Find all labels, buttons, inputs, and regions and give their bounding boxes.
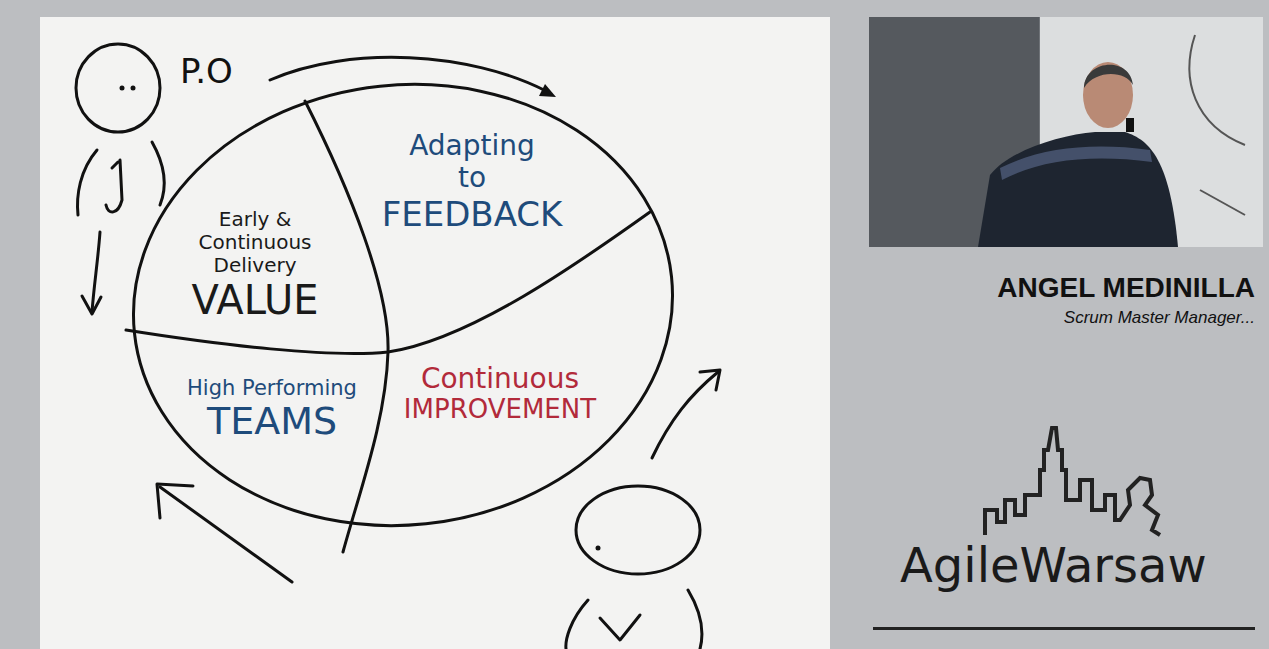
arrow-line xyxy=(652,372,718,458)
whiteboard xyxy=(40,17,830,649)
board-sketch xyxy=(1200,190,1245,215)
figure-eye xyxy=(120,86,125,91)
figure-body xyxy=(600,615,640,640)
arrow-head xyxy=(82,296,101,314)
big-circle xyxy=(111,58,694,552)
quadrant-region: High PerformingTEAMS xyxy=(157,376,387,444)
quadrant-keyword: IMPROVEMENT xyxy=(380,395,620,425)
arrow-line xyxy=(160,487,292,582)
figure-head xyxy=(76,44,160,132)
quadrant-region: Adapting toFEEDBACK xyxy=(357,130,587,233)
figure-eye xyxy=(596,546,601,551)
quadrant-region: ContinuousIMPROVEMENT xyxy=(380,363,620,425)
quadrant-heading: High Performing xyxy=(157,376,387,400)
arrow-head xyxy=(157,484,193,518)
figure-body xyxy=(106,160,122,212)
logo-wordmark: AgileWarsaw xyxy=(900,538,1207,593)
figure-body xyxy=(78,150,97,215)
quadrant-region: Early & Continuous DeliveryVALUE xyxy=(155,208,355,323)
quadrant-heading: Adapting to xyxy=(395,130,550,194)
figure-eye xyxy=(131,86,136,91)
arrow-head xyxy=(700,370,720,390)
divider-line xyxy=(305,101,388,552)
skyline-logo xyxy=(985,428,1160,535)
figure-body xyxy=(688,590,702,649)
board-sketch xyxy=(1189,35,1245,145)
quadrant-keyword: FEEDBACK xyxy=(357,195,587,234)
microphone xyxy=(1126,118,1134,132)
speaker-shoulder xyxy=(1000,147,1152,180)
quadrant-heading: Continuous xyxy=(380,363,620,395)
speaker-name: ANGEL MEDINILLA xyxy=(997,272,1255,304)
speaker-role: Scrum Master Manager... xyxy=(1064,308,1255,328)
speaker-video xyxy=(869,17,1263,247)
divider-rule xyxy=(873,627,1255,630)
quadrant-heading: Early & Continuous Delivery xyxy=(185,208,325,277)
arrow-line xyxy=(270,57,546,91)
speaker-body xyxy=(978,132,1178,247)
quadrant-keyword: TEAMS xyxy=(172,400,372,444)
figure-body xyxy=(152,142,164,205)
speaker-hair xyxy=(1084,65,1133,88)
figure-body xyxy=(566,600,588,649)
figure-label: P.O xyxy=(180,52,233,91)
quadrant-keyword: VALUE xyxy=(155,277,355,323)
figure-head xyxy=(576,486,700,574)
arrow-head xyxy=(539,84,556,97)
speaker-head xyxy=(1083,62,1133,128)
video-frame xyxy=(869,17,1263,247)
sketch xyxy=(76,44,720,649)
